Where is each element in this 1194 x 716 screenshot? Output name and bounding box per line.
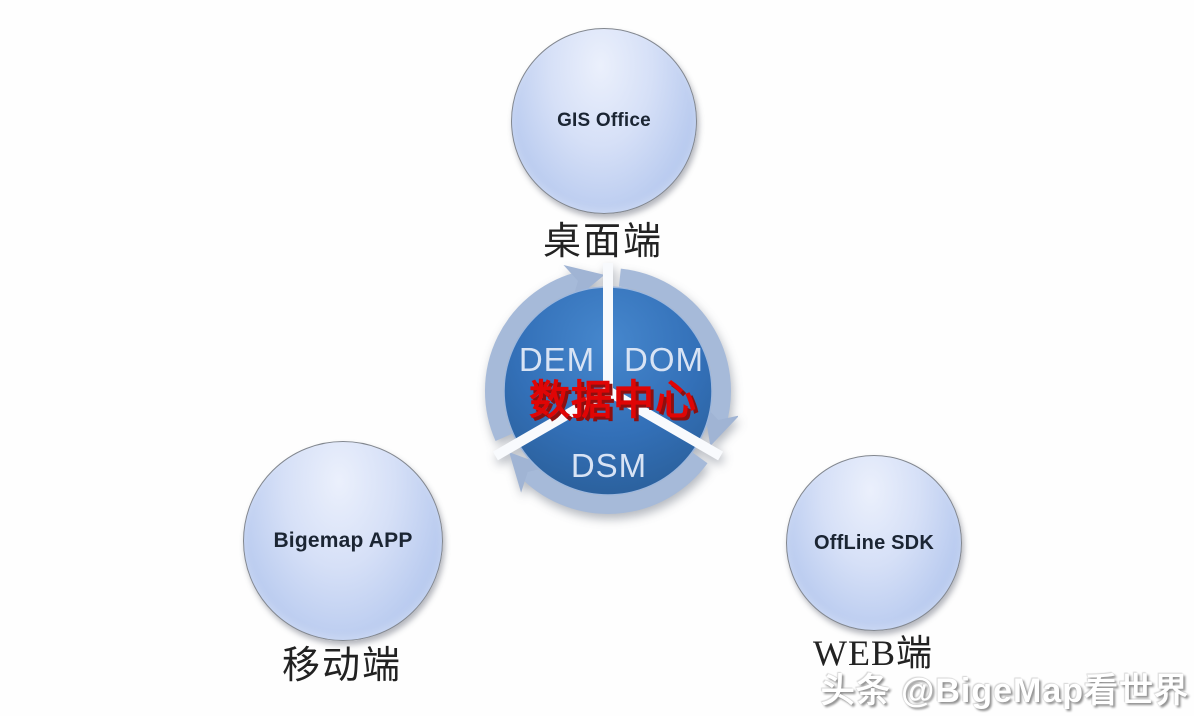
node-desktop-caption: 桌面端 xyxy=(542,221,663,263)
node-web-caption: WEB端 xyxy=(813,633,933,673)
segment-dom-label: DOM xyxy=(624,341,704,378)
node-desktop-circle: GIS Office xyxy=(511,28,697,214)
node-mobile-circle: Bigemap APP xyxy=(243,441,443,641)
data-center-title-shadow: 数据中心 xyxy=(532,380,700,426)
cycle-arrow-right-to-left xyxy=(509,452,708,514)
cycle-arrow-left-to-top xyxy=(485,264,605,442)
node-desktop-label: GIS Office xyxy=(557,110,651,131)
node-mobile-caption: 移动端 xyxy=(281,645,402,687)
sector-dividers xyxy=(492,263,724,461)
segment-dsm-label: DSM xyxy=(571,447,647,484)
watermark: 头条 @BigeMap看世界 xyxy=(820,672,1189,710)
data-center-title: 数据中心 xyxy=(529,377,697,423)
node-web-circle: OffLine SDK xyxy=(786,455,962,631)
node-mobile-label: Bigemap APP xyxy=(273,529,413,552)
data-center-cycle-diagram: DEM DOM DSM 数据中心 数据中心 xyxy=(485,263,738,514)
cycle-ring-arrows xyxy=(485,264,738,514)
node-web-label: OffLine SDK xyxy=(814,531,934,554)
cycle-arrow-top-to-right xyxy=(618,268,738,446)
segment-dem-label: DEM xyxy=(519,341,595,378)
